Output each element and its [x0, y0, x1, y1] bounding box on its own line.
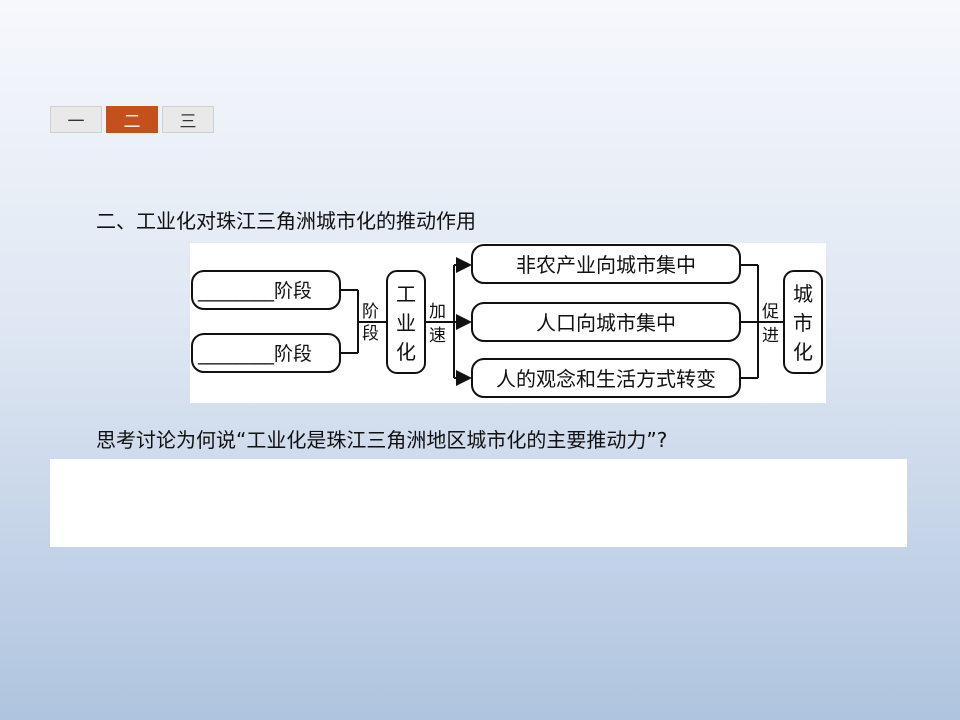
urbanization-char-2: 市: [793, 311, 813, 335]
discussion-question: 思考讨论为何说“工业化是珠江三角洲地区城市化的主要推动力”?: [96, 428, 668, 452]
accelerate-char-1: 加: [429, 302, 446, 322]
flow-diagram: ________阶段 ________阶段 阶 段 工 业 化 加 速 非农产业…: [190, 243, 826, 403]
accelerate-char-2: 速: [429, 326, 446, 346]
effect-box-2-text: 人口向城市集中: [536, 311, 676, 335]
industrialization-char-3: 化: [396, 340, 416, 364]
answer-area[interactable]: [50, 459, 907, 547]
stage-box-2-text: ________阶段: [197, 343, 312, 365]
effect-box-1-text: 非农产业向城市集中: [516, 253, 696, 277]
stage-label-char-1: 阶: [362, 302, 379, 322]
industrialization-char-1: 工: [396, 282, 416, 306]
urbanization-box: [783, 270, 823, 374]
stage-label-char-2: 段: [362, 324, 379, 344]
urbanization-char-3: 化: [793, 340, 813, 364]
section-tabs: 一 二 三: [50, 106, 218, 133]
tab-section-1[interactable]: 一: [50, 106, 102, 133]
effect-box-3-text: 人的观念和生活方式转变: [496, 367, 716, 391]
tab-section-2[interactable]: 二: [106, 106, 158, 133]
promote-char-1: 促: [762, 302, 779, 322]
tab-section-3[interactable]: 三: [162, 106, 214, 133]
urbanization-char-1: 城: [793, 282, 813, 306]
stage-box-1-text: ________阶段: [197, 280, 312, 302]
section-heading: 二、工业化对珠江三角洲城市化的推动作用: [96, 209, 476, 233]
promote-char-2: 进: [762, 326, 779, 346]
industrialization-char-2: 业: [396, 311, 416, 335]
